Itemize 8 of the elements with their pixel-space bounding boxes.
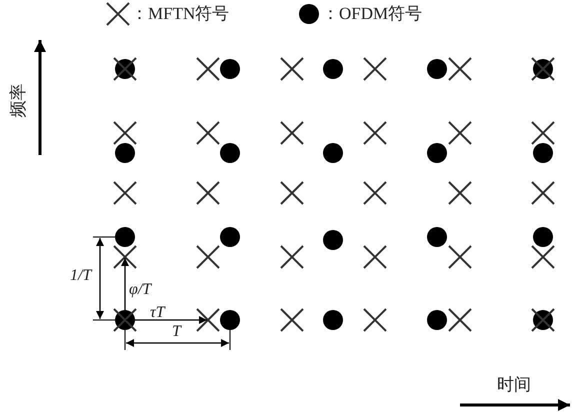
legend-text: ：OFDM符号: [322, 5, 422, 22]
dimension-label: T: [172, 324, 181, 340]
dimension-label: τT: [150, 305, 165, 321]
dimension-label: φ/T: [129, 282, 152, 298]
legend-text: ：MFTN符号: [131, 5, 230, 22]
axis-label: 时间: [497, 376, 531, 393]
dimension-label: 1/T: [70, 268, 92, 284]
axis-label: 频率: [10, 84, 26, 118]
